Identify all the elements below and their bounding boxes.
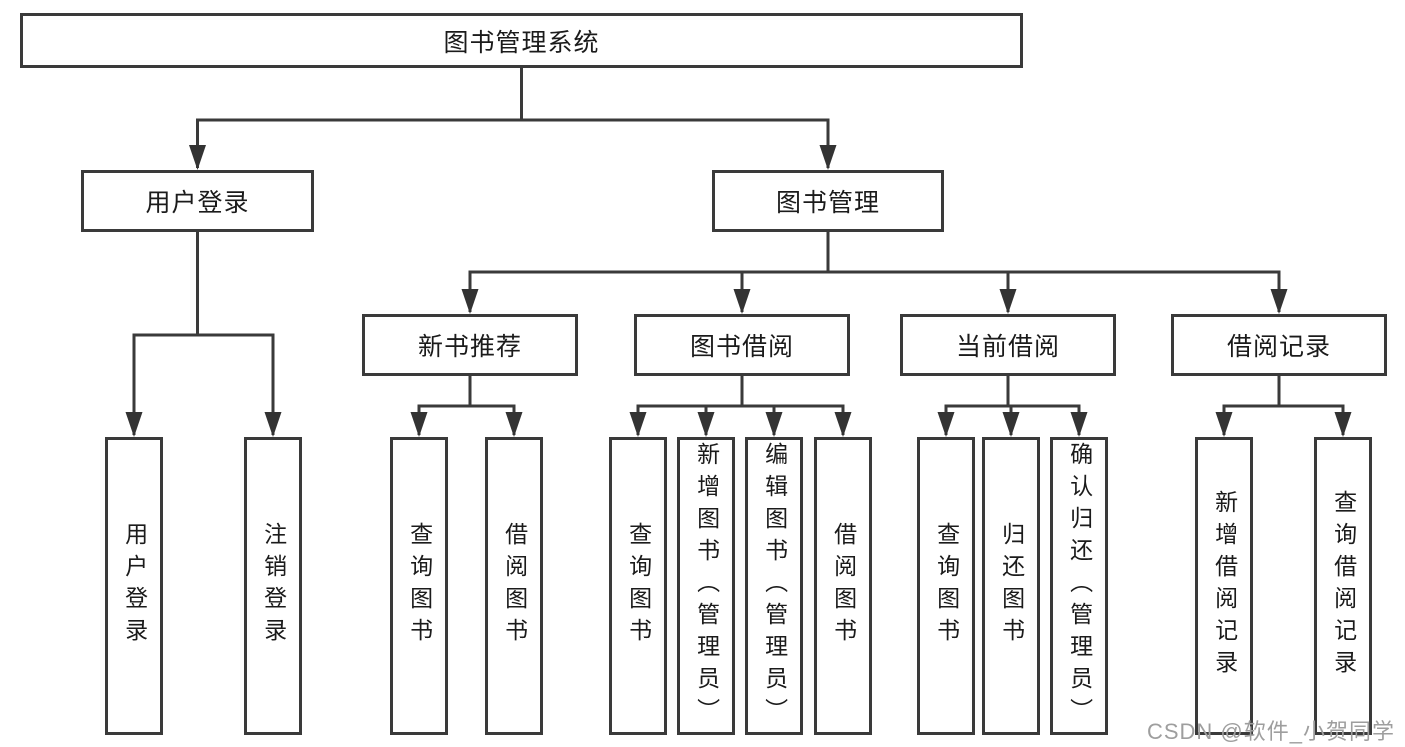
node-label: 注销登录 xyxy=(260,522,287,650)
node-current-confirm-return-admin: 确认归还（管理员） xyxy=(1050,437,1108,735)
node-recommend-borrow-books: 借阅图书 xyxy=(485,437,543,735)
node-records-add-record: 新增借阅记录 xyxy=(1195,437,1253,735)
connector-root-to-level1 xyxy=(189,66,837,170)
node-label: 编辑图书（管理员） xyxy=(761,442,788,730)
node-borrow-add-books-admin: 新增图书（管理员） xyxy=(677,437,735,735)
node-user-login-branch: 用户登录 xyxy=(81,170,314,232)
node-borrow-borrow-books: 借阅图书 xyxy=(814,437,872,735)
node-logout: 注销登录 xyxy=(244,437,302,735)
node-recommend-query-books: 查询图书 xyxy=(390,437,448,735)
node-label: 确认归还（管理员） xyxy=(1066,442,1093,730)
node-borrow-records: 借阅记录 xyxy=(1171,314,1387,376)
node-records-query-record: 查询借阅记录 xyxy=(1314,437,1372,735)
node-label: 新增图书（管理员） xyxy=(693,442,720,730)
node-borrow-query-books: 查询图书 xyxy=(609,437,667,735)
node-label: 图书管理 xyxy=(775,189,880,217)
node-book-borrow: 图书借阅 xyxy=(634,314,850,376)
node-label: 查询图书 xyxy=(406,522,433,650)
node-label: 查询图书 xyxy=(625,522,652,650)
node-label: 归还图书 xyxy=(998,522,1025,650)
connector-book-borrow-children xyxy=(629,374,852,437)
node-label: 查询借阅记录 xyxy=(1330,490,1357,682)
node-label: 借阅图书 xyxy=(501,522,528,650)
node-current-return-books: 归还图书 xyxy=(982,437,1040,735)
node-label: 查询图书 xyxy=(933,522,960,650)
node-new-book-recommend: 新书推荐 xyxy=(362,314,578,376)
node-borrow-edit-books-admin: 编辑图书（管理员） xyxy=(745,437,803,735)
node-library-management-system: 图书管理系统 xyxy=(20,13,1023,68)
node-current-query-books: 查询图书 xyxy=(917,437,975,735)
node-label: 新书推荐 xyxy=(417,333,522,361)
node-label: 图书管理系统 xyxy=(443,28,600,57)
connector-current-borrow-children xyxy=(937,374,1088,437)
node-label: 用户登录 xyxy=(121,522,148,650)
node-label: 借阅图书 xyxy=(830,522,857,650)
node-label: 图书借阅 xyxy=(689,333,794,361)
node-label: 用户登录 xyxy=(145,189,250,217)
connector-new-book-recommend-children xyxy=(410,374,523,437)
connector-user-login-children xyxy=(125,230,282,437)
watermark: CSDN @软件_小贺同学 xyxy=(1146,719,1395,744)
connector-borrow-records-children xyxy=(1215,374,1352,437)
node-label: 当前借阅 xyxy=(955,333,1060,361)
node-current-borrow: 当前借阅 xyxy=(900,314,1116,376)
node-user-login-leaf: 用户登录 xyxy=(105,437,163,735)
connector-book-management-children xyxy=(461,230,1288,314)
node-label: 借阅记录 xyxy=(1226,333,1331,361)
node-label: 新增借阅记录 xyxy=(1211,490,1238,682)
node-book-management: 图书管理 xyxy=(712,170,944,232)
